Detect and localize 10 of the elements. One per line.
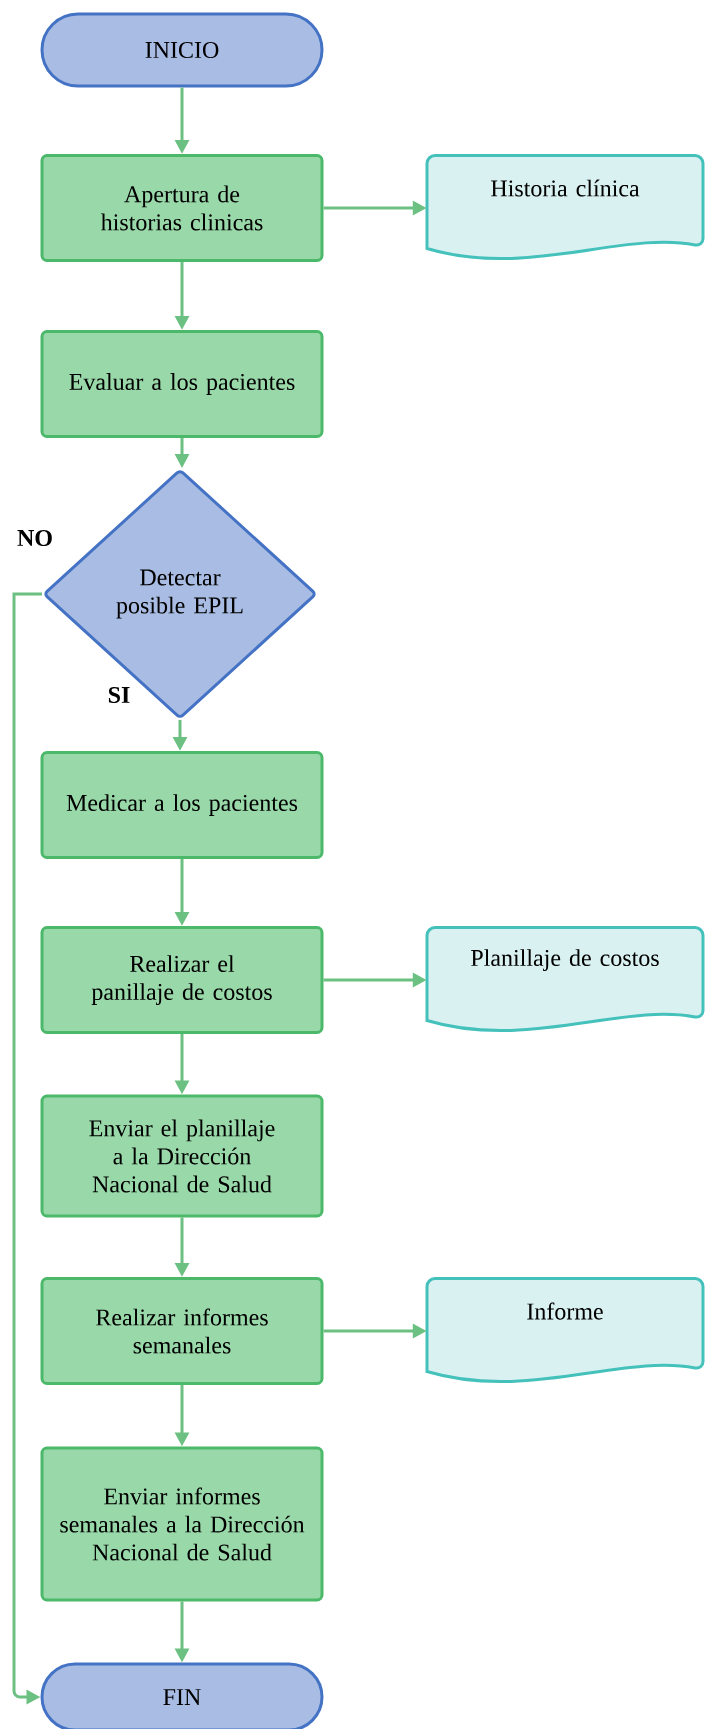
edge-label: SI [108,686,130,704]
process-box: Realizar informes semanales [40,1277,324,1385]
process-box: Enviar el planillaje a la Dirección Nacional de Salud [40,1094,324,1218]
terminal-box: INICIO [40,12,324,88]
process-box: Apertura de historias clinicas [40,154,324,262]
terminal-box: FIN [40,1662,324,1729]
process-box: Medicar a los pacientes [40,751,324,859]
process-box: Evaluar a los pacientes [40,330,324,438]
process-box: Realizar el panillaje de costos [40,926,324,1034]
process-box: Enviar informes semanales a la Dirección Nacional de Salud [40,1446,324,1602]
